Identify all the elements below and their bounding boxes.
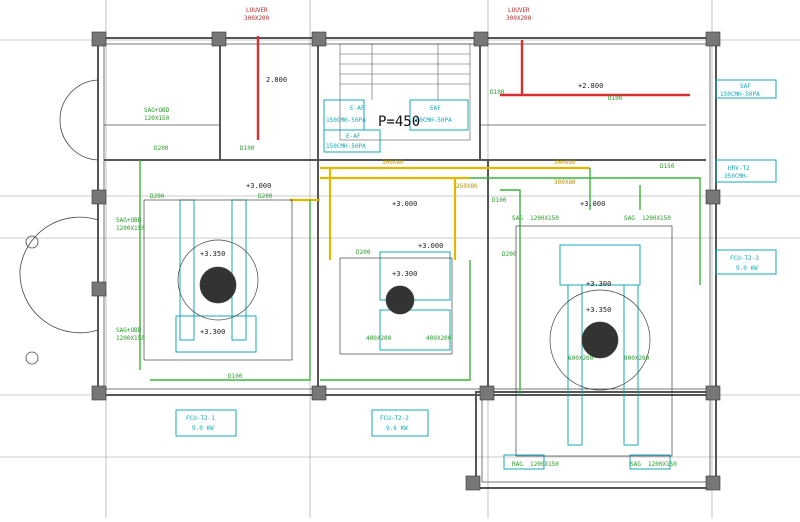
- sag-top-r-val: 1200X150: [530, 215, 559, 222]
- fcu1-val: 9.0 KW: [192, 425, 214, 432]
- exhaust-duct-red: [256, 36, 690, 140]
- duct-400x200-b: 400X200: [426, 335, 452, 342]
- ef-right-val: 150CMH-50PA: [412, 117, 452, 124]
- sag-obd-label: SAG+OBD: [144, 107, 170, 114]
- ef-right-label: EAF: [430, 105, 441, 112]
- hrv-label: HRV-T2: [728, 165, 750, 172]
- ef-mid-label: E-AF: [346, 133, 361, 140]
- d100-r2: D100: [492, 197, 507, 204]
- elev-3000-b: +3.000: [392, 200, 417, 208]
- duct-250x80: 250X80: [456, 183, 478, 190]
- d100-left: D100: [240, 145, 255, 152]
- columns: [91, 31, 721, 491]
- hrv-val: 350CMH-: [724, 173, 749, 180]
- fcu2-label: FCU-T2-2: [380, 415, 409, 422]
- duct-400x200-a: 400X200: [366, 335, 392, 342]
- d200-d: D200: [502, 251, 517, 258]
- duct-900x200: 900X200: [624, 355, 650, 362]
- diffusers-cyan: [175, 79, 777, 470]
- sag-bottom-label: SAG: [630, 461, 641, 468]
- louver-right-label: LOUVER: [508, 7, 530, 14]
- annotation-labels: LOUVER 300X200 LOUVER 300X200 2.800 +2.8…: [116, 7, 760, 468]
- fcu1-label: FCU-T2-1: [186, 415, 215, 422]
- sa-right-label: SAF: [740, 83, 751, 90]
- elev-3000-d: +3.000: [580, 200, 605, 208]
- d100-mid: D100: [608, 95, 623, 102]
- d100-right: D100: [490, 89, 505, 96]
- sag-obd-size: 120X150: [144, 115, 170, 122]
- elev-3350-b: +3.350: [586, 306, 611, 314]
- sag-bottom-val: 1200X150: [648, 461, 677, 468]
- supply-duct-yellow: [290, 166, 590, 260]
- sag-left-label: SAG+OBD: [116, 217, 142, 224]
- duct-300x80-b: 300X80: [554, 159, 576, 166]
- d200-tl: D200: [154, 145, 169, 152]
- sag-top-r-label: SAG: [512, 215, 523, 222]
- d200-b: D200: [258, 193, 273, 200]
- duct-600x200: 600X200: [568, 355, 594, 362]
- rag-bottom-val: 1200X150: [530, 461, 559, 468]
- duct-300x80: 300X80: [382, 159, 404, 166]
- sag-top-r2-label: SAG: [624, 215, 635, 222]
- sag-top-r2-val: 1200X150: [642, 215, 671, 222]
- d200-a: D200: [150, 193, 165, 200]
- elev-2800-left: 2.800: [266, 76, 287, 84]
- sag-left2-val: 1200X150: [116, 335, 145, 342]
- fcu2-val: 9.6 KW: [386, 425, 408, 432]
- d100-bottom: D100: [228, 373, 243, 380]
- rag-bottom-label: RAG: [512, 461, 523, 468]
- sag-left2-label: SAG+OBD: [116, 327, 142, 334]
- duct-300x80-c: 300X80: [554, 179, 576, 186]
- sag-left-val: 1200X150: [116, 225, 145, 232]
- fcu3-label: FCU-T2-3: [730, 255, 759, 262]
- elev-3300-c: +3.300: [586, 280, 611, 288]
- louver-left-label: LOUVER: [246, 7, 268, 14]
- d150-label: D150: [660, 163, 675, 170]
- ef-top-label: E-AF: [350, 105, 365, 112]
- d200-c: D200: [356, 249, 371, 256]
- elev-3300-a: +3.300: [200, 328, 225, 336]
- sa-right-val: 150CMH-50PA: [720, 91, 760, 98]
- ceiling-domes: [143, 199, 673, 457]
- entrance-arcs: [19, 79, 99, 365]
- elev-3350-a: +3.350: [200, 250, 225, 258]
- pressure-label: P=450: [378, 114, 420, 130]
- elev-2800-right: +2.800: [578, 82, 603, 90]
- louver-right-size: 300X200: [506, 15, 532, 22]
- louver-left-size: 300X200: [244, 15, 270, 22]
- ef-top-val: 150CMH-50PA: [326, 117, 366, 124]
- elev-3000-a: +3.000: [246, 182, 271, 190]
- elev-3300-b: +3.300: [392, 270, 417, 278]
- stairs: [339, 43, 471, 141]
- return-duct-green: [139, 160, 701, 395]
- ef-mid-val: 150CMH-50PA: [326, 143, 366, 150]
- fcu3-val: 9.0 KW: [736, 265, 758, 272]
- elev-3000-c: +3.000: [418, 242, 443, 250]
